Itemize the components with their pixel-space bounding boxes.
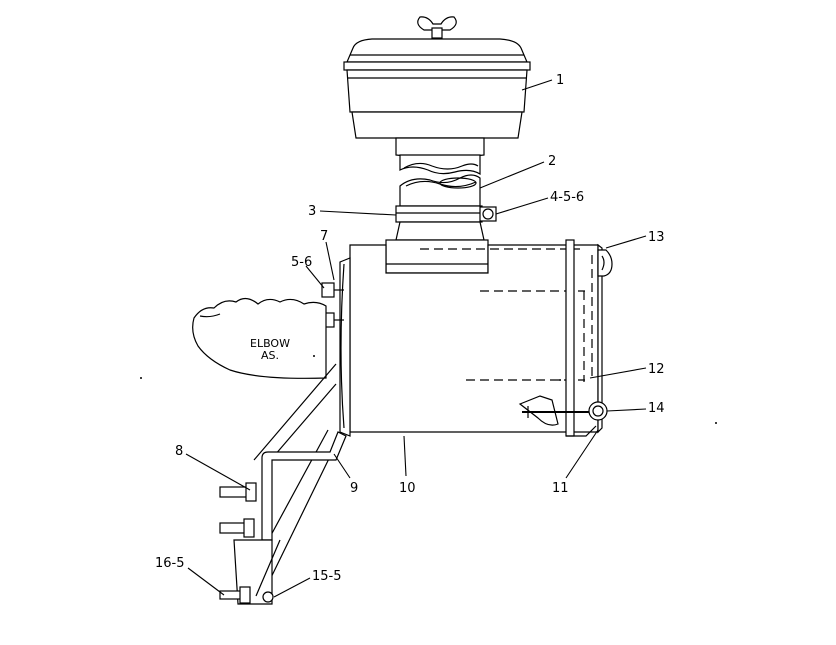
hose-clamp xyxy=(395,205,497,223)
callout-12: 12 xyxy=(648,362,665,377)
scan-specks xyxy=(140,355,717,424)
leader-lines xyxy=(185,79,647,598)
callout-5-6: 5-6 xyxy=(291,255,312,270)
mounting-bracket xyxy=(219,363,347,605)
elbow-assembly xyxy=(192,297,327,379)
callout-11: 11 xyxy=(552,481,569,496)
callout-16-5: 16-5 xyxy=(155,556,185,571)
callout-8: 8 xyxy=(175,444,183,459)
callout-10: 10 xyxy=(399,481,416,496)
callout-7: 7 xyxy=(320,229,328,244)
callout-1: 1 xyxy=(556,73,564,88)
callout-9: 9 xyxy=(350,481,358,496)
callout-2: 2 xyxy=(548,154,556,169)
wing-bolt xyxy=(518,395,608,426)
air-cleaner-cap xyxy=(343,16,531,176)
elbow-label-line1: ELBOW xyxy=(250,337,290,350)
callout-14: 14 xyxy=(648,401,665,416)
callout-15-5: 15-5 xyxy=(312,569,342,584)
hose xyxy=(399,174,481,207)
callout-4-5-6: 4-5-6 xyxy=(550,190,584,205)
callout-13: 13 xyxy=(648,230,665,245)
elbow-label-line2: AS. xyxy=(261,349,279,362)
callout-labels: 1 2 3 4-5-6 5-6 7 8 9 10 11 12 13 14 15-… xyxy=(155,73,665,584)
callout-3: 3 xyxy=(308,204,316,219)
inlet-neck xyxy=(385,221,489,274)
canister-body xyxy=(339,239,613,437)
